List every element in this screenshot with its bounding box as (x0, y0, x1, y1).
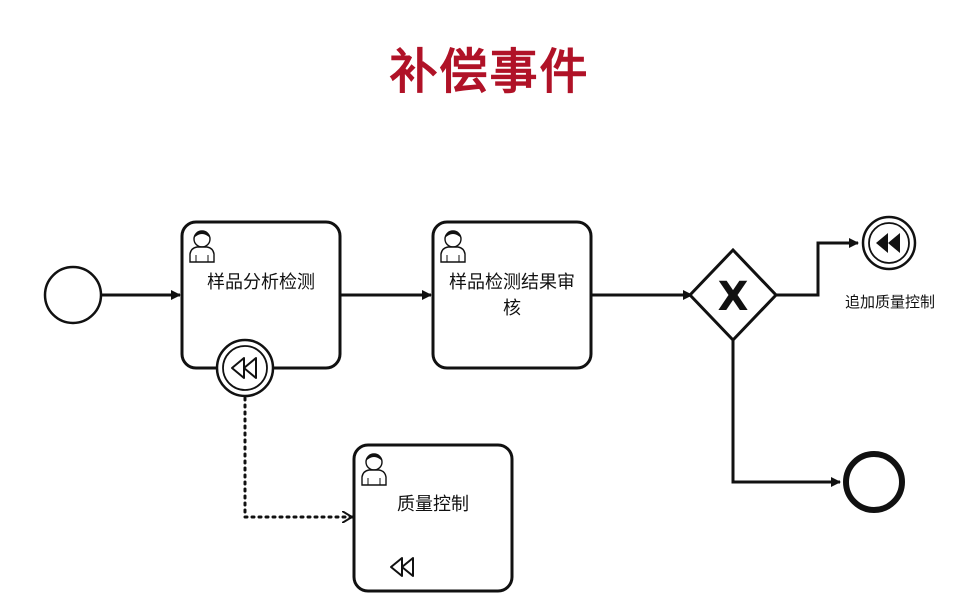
task-label-line1: 样品检测结果审 (449, 272, 575, 293)
rewind-icon (876, 233, 900, 253)
user-icon (189, 230, 215, 263)
page-title: 补偿事件 (389, 44, 590, 100)
task-label-line2: 核 (503, 298, 521, 319)
boundary-compensation-event[interactable] (215, 338, 275, 398)
task-sample-analysis[interactable]: 样品分析检测 (180, 220, 342, 370)
user-icon (440, 230, 466, 263)
compensation-event-label: 追加质量控制 (845, 293, 935, 311)
compensation-association (243, 396, 352, 517)
sequence-flow-gateway-to-compensation (776, 238, 859, 297)
task-label: 样品分析检测 (207, 272, 315, 293)
compensation-marker-icon (390, 557, 414, 577)
rewind-icon (231, 357, 257, 379)
compensation-throw-event[interactable] (861, 215, 917, 271)
task-label: 质量控制 (397, 494, 469, 515)
sequence-flow-gateway-to-end (731, 340, 841, 487)
task-quality-control[interactable]: 质量控制 (352, 443, 514, 593)
task-review[interactable]: 样品检测结果审 核 (431, 220, 593, 370)
user-icon (361, 453, 387, 486)
end-event[interactable] (843, 451, 905, 513)
start-event[interactable] (43, 265, 103, 325)
gateway-x-mark: X (718, 274, 749, 320)
exclusive-gateway[interactable]: X (687, 247, 779, 343)
